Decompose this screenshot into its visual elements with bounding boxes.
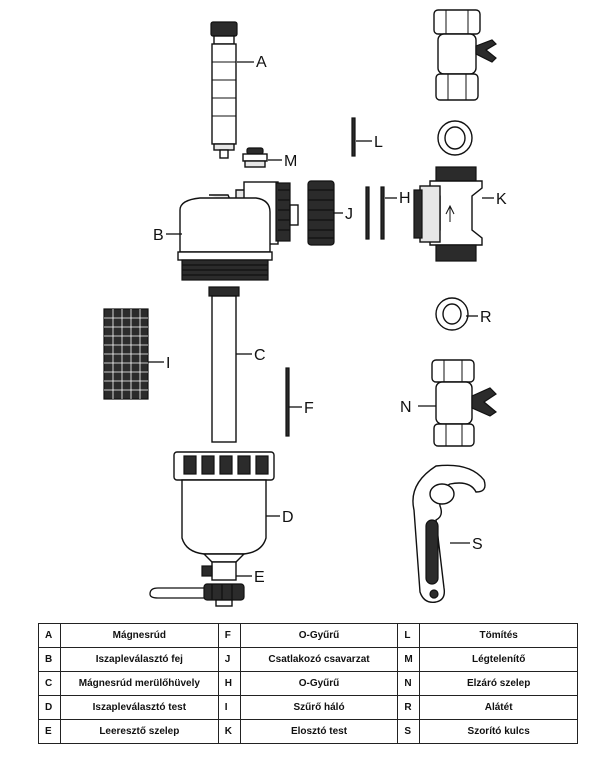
part-o-ring-h (365, 186, 385, 240)
legend-code: J (217, 647, 241, 672)
legend-part-name: O-Gyűrű (239, 623, 399, 648)
legend-part-name: Elosztó test (239, 719, 399, 744)
part-manifold-body (413, 166, 483, 262)
legend-code: I (217, 695, 241, 720)
callout-R: R (480, 309, 492, 326)
legend-code: F (217, 623, 241, 648)
callout-C: C (254, 347, 266, 364)
legend-part-name: Légtelenítő (419, 647, 578, 672)
part-air-vent (242, 147, 268, 168)
callout-D: D (282, 509, 294, 526)
legend-part-name: Leeresztő szelep (59, 719, 219, 744)
part-o-ring-f (285, 367, 290, 437)
part-connector-nut (307, 180, 335, 246)
legend-code: L (397, 623, 421, 648)
legend-part-name: Elzáró szelep (419, 671, 578, 696)
legend-code: N (397, 671, 421, 696)
legend-code: D (38, 695, 61, 720)
legend-code: C (38, 671, 61, 696)
legend-part-name: Alátét (419, 695, 578, 720)
part-wrench (412, 464, 486, 603)
legend-part-name: Iszapleválasztó fej (59, 647, 219, 672)
legend-part-name: Mágnesrúd (59, 623, 219, 648)
callout-S: S (472, 536, 483, 553)
callout-N: N (400, 399, 412, 416)
legend-code: M (397, 647, 421, 672)
exploded-diagram: A M B J H L K C I F R N D E S (103, 9, 507, 607)
part-valve-top (433, 9, 497, 101)
legend-code: K (217, 719, 241, 744)
legend-part-name: Tömítés (419, 623, 578, 648)
legend-part-name: Iszapleválasztó test (59, 695, 219, 720)
callout-A: A (256, 54, 267, 71)
callout-lines (148, 61, 494, 577)
part-washer-r (435, 297, 469, 331)
part-gasket-l (351, 117, 356, 157)
legend-part-name: Szűrő háló (239, 695, 399, 720)
legend-part-name: Szorító kulcs (419, 719, 578, 744)
part-filter-mesh (103, 308, 149, 400)
legend-code: B (38, 647, 61, 672)
legend-part-name: O-Gyűrű (239, 671, 399, 696)
callout-J: J (345, 206, 353, 223)
legend-part-name: Csatlakozó csavarzat (239, 647, 399, 672)
part-shutoff-valve (431, 359, 498, 447)
callout-I: I (166, 355, 170, 372)
legend-code: H (217, 671, 241, 696)
callout-L: L (374, 134, 383, 151)
legend-code: R (397, 695, 421, 720)
part-magnetic-rod (210, 21, 238, 159)
callout-B: B (153, 227, 164, 244)
callout-E: E (254, 569, 265, 586)
legend-code: E (38, 719, 61, 744)
legend-code: S (397, 719, 421, 744)
part-drain-valve (149, 561, 245, 607)
callout-H: H (399, 190, 411, 207)
callout-F: F (304, 400, 314, 417)
part-separator-head (177, 181, 299, 281)
part-sleeve (208, 286, 240, 443)
part-separator-body (173, 451, 275, 563)
callout-M: M (284, 153, 297, 170)
legend-code: A (38, 623, 61, 648)
legend-part-name: Mágnesrúd merülőhüvely (59, 671, 219, 696)
part-washer-top (437, 120, 473, 156)
callout-K: K (496, 191, 507, 208)
